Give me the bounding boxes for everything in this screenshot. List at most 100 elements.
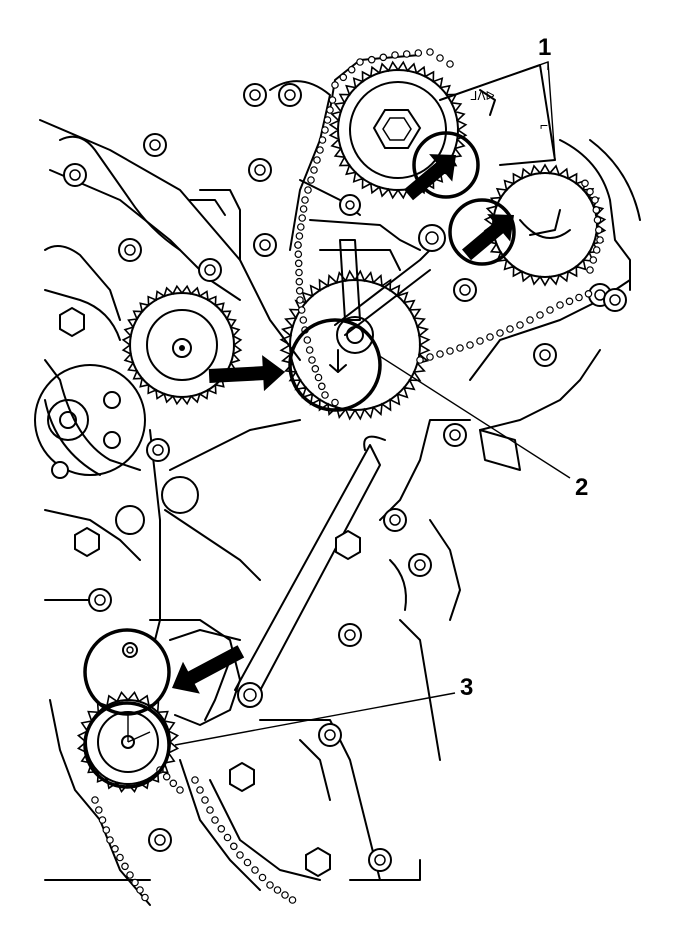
chain-link	[596, 236, 604, 244]
chain-link	[466, 341, 474, 349]
chain-link	[297, 306, 306, 314]
chain-link	[251, 866, 259, 874]
bolt-icon	[539, 349, 551, 361]
chain-link	[367, 55, 376, 64]
chain-link	[106, 836, 114, 844]
chain-link	[102, 826, 111, 834]
chain-link	[288, 896, 297, 904]
camshaft-sprocket-upper	[328, 60, 468, 200]
chain-link	[347, 65, 356, 74]
chain-link	[456, 344, 464, 352]
bolt-icon	[533, 343, 557, 367]
chain-link	[305, 346, 314, 354]
bolt-icon	[368, 848, 392, 872]
bolt-icon	[453, 278, 477, 302]
chain-link	[556, 301, 564, 309]
svg-text:ᒧᐱᐅ: ᒧᐱᐅ	[470, 89, 495, 103]
gear-teeth	[328, 60, 468, 200]
chain-link	[299, 205, 308, 213]
chain-link	[323, 116, 332, 124]
chain-link	[416, 356, 424, 364]
chain-link	[318, 136, 327, 144]
chain-link	[414, 49, 423, 57]
chain-link	[496, 329, 504, 337]
gear-teeth	[121, 284, 243, 406]
chain-link	[589, 256, 598, 264]
chain-link	[436, 350, 444, 358]
bolt-icon	[459, 284, 471, 296]
bolt-icon	[389, 514, 401, 526]
bolt-icon	[88, 588, 112, 612]
chain-link	[162, 772, 171, 781]
bolt-icon	[324, 729, 336, 741]
chain-link	[536, 311, 544, 319]
chain-link	[206, 806, 214, 814]
chain-link	[169, 779, 178, 788]
chain-link	[131, 878, 139, 887]
chain-link	[328, 96, 337, 104]
chain-link	[236, 851, 244, 859]
chain-link	[116, 853, 124, 862]
hex-bolts	[59, 306, 361, 878]
chain-link	[217, 824, 226, 833]
chain-link	[314, 373, 323, 382]
callout-1: 1	[538, 34, 551, 61]
chain-link	[295, 232, 304, 240]
chain-link	[486, 333, 494, 341]
chain-link	[294, 250, 303, 259]
chain-link	[196, 786, 204, 794]
chain-link	[321, 126, 329, 134]
leader-lines	[174, 61, 571, 746]
bolt-icon	[603, 288, 627, 312]
bolt-icon	[118, 238, 142, 262]
bolt-icon	[318, 723, 342, 747]
bolt-icon	[253, 233, 277, 257]
chain-link	[98, 816, 107, 824]
crankshaft-sprocket	[76, 690, 180, 794]
chain-link	[379, 53, 388, 62]
chain-link	[575, 293, 583, 302]
chain-link	[331, 81, 339, 89]
chain-link	[426, 353, 434, 361]
chain-link	[339, 73, 348, 82]
chain-guide-arm	[234, 435, 386, 708]
chain-link	[317, 382, 326, 391]
bolt-icon	[249, 89, 261, 101]
chain-link	[294, 241, 302, 249]
bolt-icon	[243, 83, 267, 107]
chain-link	[223, 833, 232, 842]
chain-link	[311, 364, 320, 373]
bolt-icon	[278, 83, 302, 107]
chain-link	[304, 186, 312, 194]
chain-link	[308, 356, 316, 364]
chain-link	[426, 48, 434, 56]
chain-link	[476, 337, 484, 345]
bolt-icon	[146, 438, 170, 462]
chain-link	[91, 796, 99, 804]
chain-link	[211, 816, 219, 824]
bolt-icon	[248, 158, 272, 182]
chain-link	[266, 881, 274, 889]
bolt-icon	[204, 264, 216, 276]
chain-link	[584, 289, 593, 298]
chain-link	[593, 216, 602, 224]
bolt-icon	[344, 629, 356, 641]
chain-link	[436, 54, 444, 62]
chain-link	[281, 891, 289, 899]
chain-link	[313, 156, 321, 164]
chain-link	[141, 893, 149, 902]
bolt-icon	[414, 559, 426, 571]
tensioner-lower	[122, 619, 241, 726]
bolt-icon	[149, 139, 161, 151]
callout-2: 2	[575, 474, 588, 501]
bolt-icon	[609, 294, 621, 306]
chain-link	[586, 266, 594, 274]
chain-link	[111, 844, 119, 853]
chain-link	[316, 146, 324, 154]
chain-link	[296, 296, 304, 304]
chain-link	[506, 325, 514, 333]
chain-link	[191, 776, 199, 784]
chain-link	[243, 858, 252, 867]
bolt-icon	[374, 854, 386, 866]
